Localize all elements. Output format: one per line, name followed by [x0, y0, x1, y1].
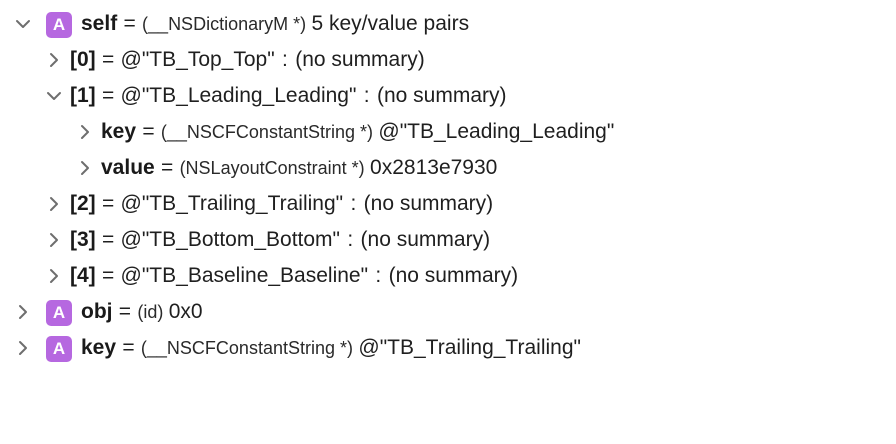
row-content: key = (__NSCFConstantString *) @"TB_Lead… [101, 114, 614, 150]
chevron-right-icon[interactable] [14, 339, 32, 357]
chevron-right-icon[interactable] [76, 159, 94, 177]
summary-separator: : [363, 84, 370, 107]
tree-row-index-3[interactable]: [3] = @"TB_Bottom_Bottom" : (no summary) [0, 222, 896, 258]
variable-name: [4] [70, 264, 96, 287]
summary-separator: : [375, 264, 382, 287]
equals-sign: = [123, 12, 136, 35]
chevron-right-icon[interactable] [45, 267, 63, 285]
tree-row-key-trailing[interactable]: A key = (__NSCFConstantString *) @"TB_Tr… [0, 330, 896, 366]
tree-row-index-0[interactable]: [0] = @"TB_Top_Top" : (no summary) [0, 42, 896, 78]
row-content: [4] = @"TB_Baseline_Baseline" : (no summ… [70, 258, 518, 294]
variable-name: obj [81, 300, 113, 323]
variable-type: (id) [137, 302, 164, 322]
tree-row-obj[interactable]: A obj = (id) 0x0 [0, 294, 896, 330]
summary-separator: : [347, 228, 354, 251]
equals-sign: = [118, 300, 132, 323]
variable-value: @"TB_Top_Top" [120, 48, 275, 71]
row-content: self = (__NSDictionaryM *) 5 key/value p… [81, 6, 469, 42]
variable-name: key [101, 120, 137, 143]
chevron-right-icon[interactable] [45, 51, 63, 69]
variable-type: (__NSCFConstantString *) [160, 122, 373, 142]
variable-summary: (no summary) [360, 228, 491, 251]
tree-row-index-2[interactable]: [2] = @"TB_Trailing_Trailing" : (no summ… [0, 186, 896, 222]
tree-row-value[interactable]: value = (NSLayoutConstraint *) 0x2813e79… [0, 150, 896, 186]
row-content: [2] = @"TB_Trailing_Trailing" : (no summ… [70, 186, 493, 222]
tree-row-key[interactable]: key = (__NSCFConstantString *) @"TB_Lead… [0, 114, 896, 150]
variable-type: (__NSDictionaryM *) [142, 14, 307, 34]
row-content: [3] = @"TB_Bottom_Bottom" : (no summary) [70, 222, 490, 258]
summary-separator: : [350, 192, 357, 215]
variable-value: 0x2813e7930 [370, 156, 498, 179]
tree-row-index-1[interactable]: [1] = @"TB_Leading_Leading" : (no summar… [0, 78, 896, 114]
auto-variable-badge-icon: A [46, 336, 72, 362]
variable-type: (__NSCFConstantString *) [140, 338, 353, 358]
variable-name: self [81, 12, 118, 35]
equals-sign: = [161, 156, 174, 179]
row-content: [1] = @"TB_Leading_Leading" : (no summar… [70, 78, 507, 114]
equals-sign: = [101, 48, 115, 71]
variable-value: 5 key/value pairs [311, 12, 470, 35]
variable-name: [2] [70, 192, 96, 215]
chevron-right-icon[interactable] [14, 303, 32, 321]
variable-value: @"TB_Trailing_Trailing" [358, 336, 581, 359]
variable-summary: (no summary) [295, 48, 425, 71]
variable-name: value [101, 156, 155, 179]
chevron-down-icon[interactable] [14, 15, 32, 33]
chevron-right-icon[interactable] [76, 123, 94, 141]
summary-separator: : [282, 48, 288, 71]
variable-value: @"TB_Baseline_Baseline" [120, 264, 369, 287]
row-content: key = (__NSCFConstantString *) @"TB_Trai… [81, 330, 581, 366]
variables-tree: A self = (__NSDictionaryM *) 5 key/value… [0, 6, 896, 366]
equals-sign: = [101, 264, 115, 287]
equals-sign: = [101, 84, 115, 107]
chevron-right-icon[interactable] [45, 195, 63, 213]
row-content: [0] = @"TB_Top_Top" : (no summary) [70, 42, 425, 78]
equals-sign: = [101, 228, 115, 251]
variable-value: @"TB_Trailing_Trailing" [120, 192, 344, 215]
chevron-down-icon[interactable] [45, 87, 63, 105]
auto-variable-badge-icon: A [46, 12, 72, 38]
variable-value: @"TB_Bottom_Bottom" [120, 228, 341, 251]
variable-type: (NSLayoutConstraint *) [179, 158, 365, 178]
variable-summary: (no summary) [363, 192, 494, 215]
chevron-right-icon[interactable] [45, 231, 63, 249]
variable-name: [1] [70, 84, 96, 107]
auto-variable-badge-icon: A [46, 300, 72, 326]
variable-summary: (no summary) [376, 84, 507, 107]
equals-sign: = [101, 192, 115, 215]
equals-sign: = [122, 336, 135, 359]
variable-name: [3] [70, 228, 96, 251]
row-content: value = (NSLayoutConstraint *) 0x2813e79… [101, 150, 497, 186]
variable-summary: (no summary) [388, 264, 519, 287]
equals-sign: = [142, 120, 155, 143]
tree-row-self[interactable]: A self = (__NSDictionaryM *) 5 key/value… [0, 6, 896, 42]
variable-name: key [81, 336, 117, 359]
row-content: obj = (id) 0x0 [81, 294, 203, 330]
variable-value: 0x0 [168, 300, 203, 323]
variable-value: @"TB_Leading_Leading" [378, 120, 615, 143]
tree-row-index-4[interactable]: [4] = @"TB_Baseline_Baseline" : (no summ… [0, 258, 896, 294]
variable-value: @"TB_Leading_Leading" [120, 84, 357, 107]
variable-name: [0] [70, 48, 96, 71]
